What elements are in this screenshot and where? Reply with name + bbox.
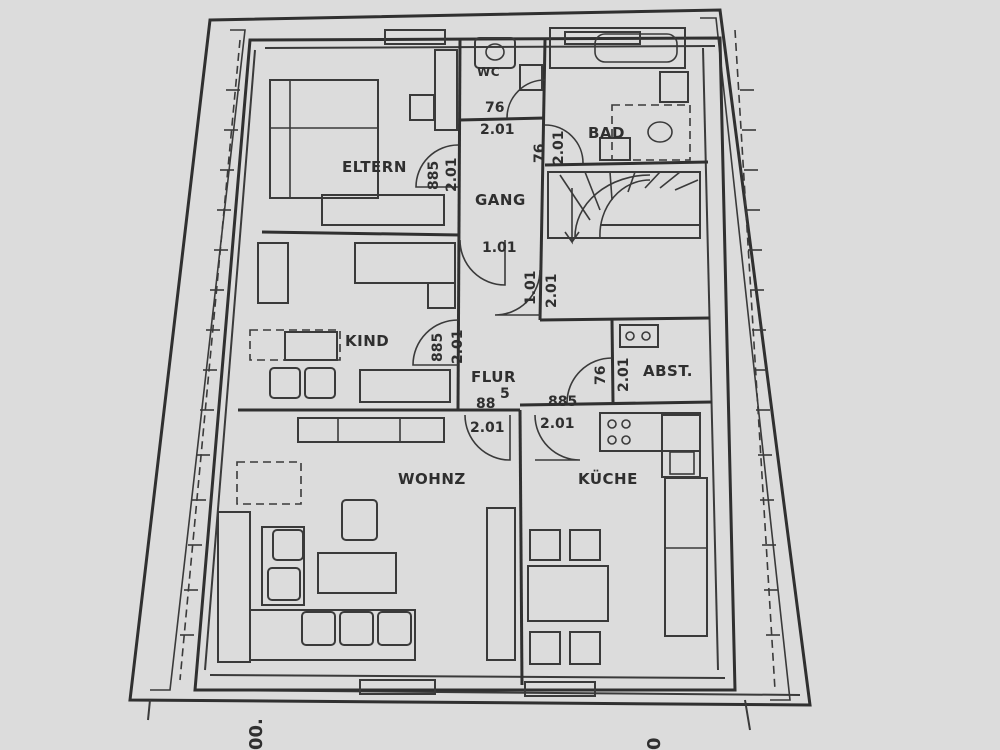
outer-frame [128, 8, 812, 731]
kueche-furniture [527, 412, 708, 665]
dim-abst-height: 2.01 [616, 357, 632, 392]
dim-kind-height: 2.01 [450, 329, 466, 364]
dim-bad-height: 2.01 [551, 130, 567, 165]
kind-furniture [249, 242, 456, 403]
edge-mark-right: 0 [644, 737, 665, 750]
sanitary-fixtures [474, 27, 691, 161]
room-label-abst: ABST. [643, 362, 693, 380]
dim-kueche-height: 2.01 [540, 416, 575, 432]
dim-bad-width: 76 [532, 144, 548, 163]
walls [193, 36, 737, 692]
dim-eltern-width: 885 [426, 161, 442, 190]
door-swings [412, 79, 613, 461]
wohnz-furniture [217, 417, 516, 663]
edge-mark-left: 00. [246, 718, 267, 750]
dim-wohnz-width: 88 [476, 396, 495, 412]
dim-wohnz-height: 2.01 [470, 420, 505, 436]
abst-fixture [619, 324, 659, 348]
dim-abst-width: 76 [593, 366, 609, 385]
room-label-eltern: ELTERN [342, 158, 407, 176]
eltern-furniture [269, 49, 458, 226]
dim-stair-height: 2.01 [544, 273, 560, 308]
room-label-kueche: KÜCHE [578, 469, 638, 488]
windows [180, 29, 780, 697]
room-label-bad: BAD [588, 124, 625, 142]
dim-eltern-height: 2.01 [444, 157, 460, 192]
dim-kind-width: 885 [430, 333, 446, 362]
dim-gang-width: 1.01 [482, 240, 517, 256]
dim-stair-width: 1.01 [523, 270, 539, 305]
dim-kueche-width: 885 [548, 394, 577, 410]
dim-wc-width: 76 [485, 100, 504, 116]
room-label-gang: GANG [475, 191, 526, 209]
room-label-wc: WC [477, 65, 500, 79]
dim-flur-num: 5 [500, 386, 510, 402]
room-label-wohnz: WOHNZ [398, 470, 466, 488]
edge-marks: 00. 0 [246, 718, 665, 750]
room-label-kind: KIND [345, 332, 389, 350]
dim-wc-height: 2.01 [480, 122, 515, 138]
staircase [547, 171, 701, 245]
dimension-labels: 76 2.01 76 2.01 885 2.01 1.01 1.01 2.01 … [426, 100, 632, 436]
room-labels: ELTERN WC BAD GANG KIND FLUR ABST. WOHNZ… [342, 65, 693, 488]
room-label-flur: FLUR [471, 368, 516, 386]
